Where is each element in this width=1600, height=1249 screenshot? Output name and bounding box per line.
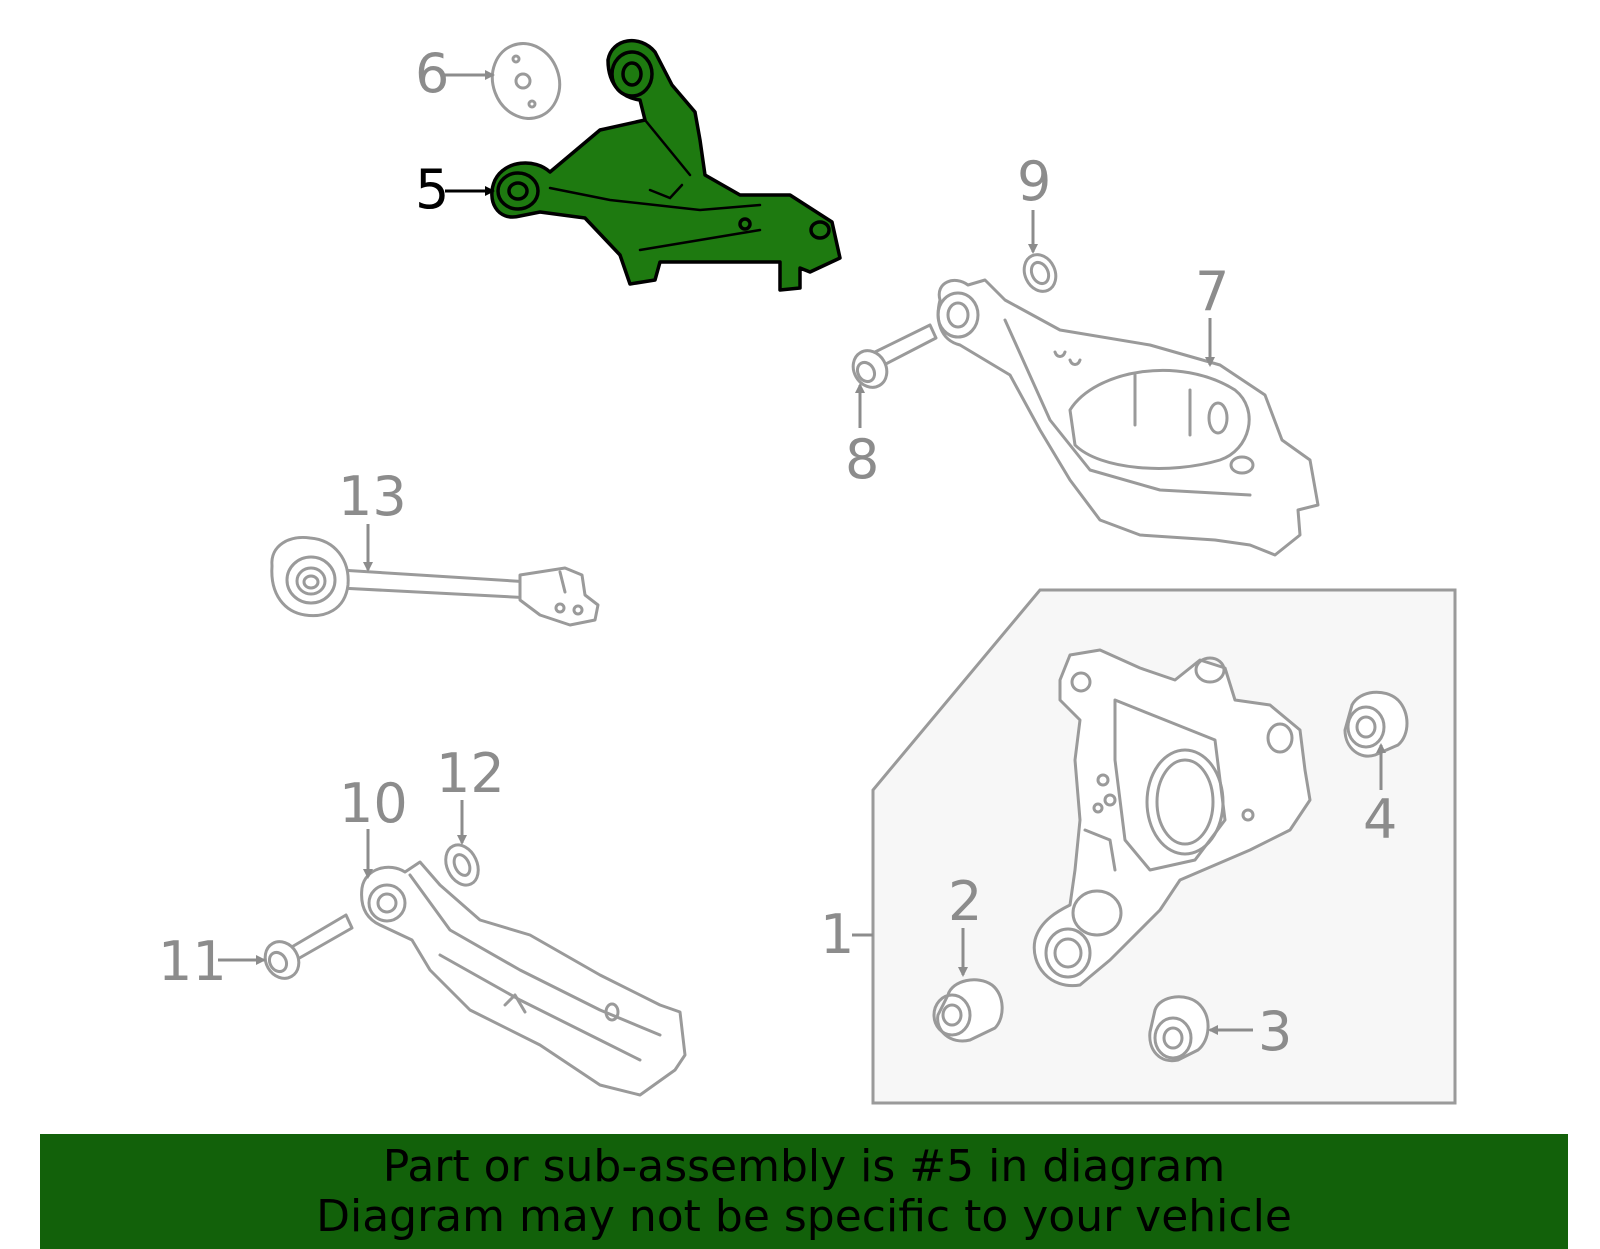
callout-11: 11 xyxy=(158,930,227,993)
callout-12: 12 xyxy=(436,742,505,805)
part-12-washer[interactable] xyxy=(440,840,485,891)
part-10-trailing-arm[interactable] xyxy=(360,860,687,1097)
part-8-bolt[interactable] xyxy=(847,323,938,393)
banner-line-disclaimer: Diagram may not be specific to your vehi… xyxy=(316,1190,1292,1242)
callout-4: 4 xyxy=(1363,788,1397,851)
part-2-bushing[interactable] xyxy=(932,978,1004,1043)
callout-2: 2 xyxy=(948,870,982,933)
callout-8: 8 xyxy=(845,428,879,491)
part-7-lower-control-arm[interactable] xyxy=(936,278,1320,557)
callout-1: 1 xyxy=(820,903,854,966)
callout-10: 10 xyxy=(339,772,408,835)
part-3-bushing[interactable] xyxy=(1148,995,1210,1063)
part-11-bolt[interactable] xyxy=(259,913,354,984)
callout-7: 7 xyxy=(1195,260,1229,323)
part-6-washer[interactable] xyxy=(482,34,570,128)
part-4-bushing[interactable] xyxy=(1343,690,1409,758)
callout-5: 5 xyxy=(415,158,449,221)
part-13-lateral-link[interactable] xyxy=(270,535,600,627)
callout-9: 9 xyxy=(1017,150,1051,213)
info-banner: Part or sub-assembly is #5 in diagram Di… xyxy=(40,1134,1568,1249)
part-5-upper-control-arm[interactable] xyxy=(490,38,842,292)
callout-6: 6 xyxy=(415,42,449,105)
part-1-knuckle[interactable] xyxy=(1032,648,1312,988)
parts-diagram: 6 5 9 7 8 13 12 10 11 1 2 3 4 xyxy=(158,34,1457,1105)
part-9-washer[interactable] xyxy=(1018,249,1061,296)
banner-line-selected-part: Part or sub-assembly is #5 in diagram xyxy=(382,1140,1226,1192)
part-1-knuckle-assembly-box[interactable] xyxy=(871,588,1457,1105)
callout-13: 13 xyxy=(338,465,407,528)
callout-3: 3 xyxy=(1258,1000,1292,1063)
